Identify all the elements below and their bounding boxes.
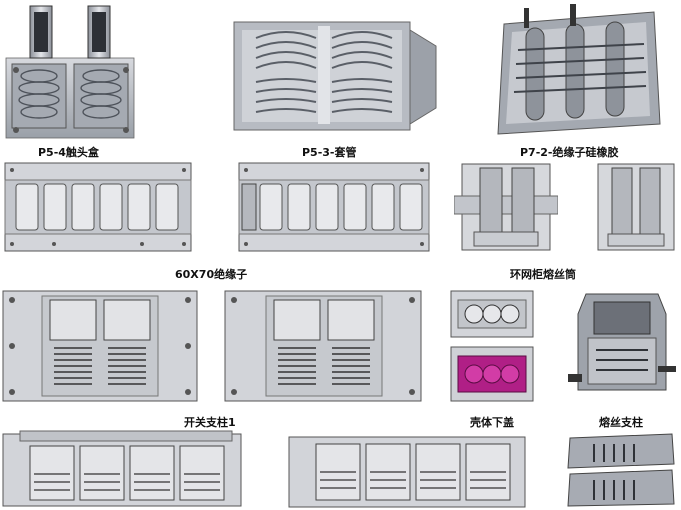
caption-p5-4: P5-4触头盒 [38, 146, 99, 159]
caption-p7-2: P7-2-绝缘子硅橡胶 [520, 146, 619, 159]
mold-photo-p7-2 [494, 4, 664, 138]
caption-ring-cabinet: 环网柜熔丝筒 [510, 268, 576, 281]
drawing-60x70-right [238, 162, 430, 252]
drawing-bottom-left [2, 430, 242, 508]
drawing-shell-cover-top [450, 290, 534, 338]
drawing-switch-post-left [2, 290, 198, 402]
drawing-bottom-right [288, 436, 526, 508]
caption-p5-3: P5-3-套管 [302, 146, 357, 159]
caption-shell-cover: 壳体下盖 [470, 416, 514, 429]
drawing-ring-cabinet-right [594, 160, 678, 254]
drawing-60x70-left [4, 162, 192, 252]
caption-60x70: 60X70绝缘子 [175, 268, 248, 281]
caption-switch-post: 开关支柱1 [184, 416, 236, 429]
drawing-shell-cover-magenta [450, 346, 534, 402]
mold-photo-p5-4 [4, 2, 138, 140]
mold-photo-fuse-post [566, 290, 678, 400]
drawing-ring-cabinet-left [454, 160, 558, 254]
drawing-switch-post-right [224, 290, 422, 402]
mold-photo-p5-3 [232, 16, 438, 132]
mold-photo-fuse-post-halves [564, 432, 678, 508]
caption-fuse-post: 熔丝支柱 [599, 416, 643, 429]
